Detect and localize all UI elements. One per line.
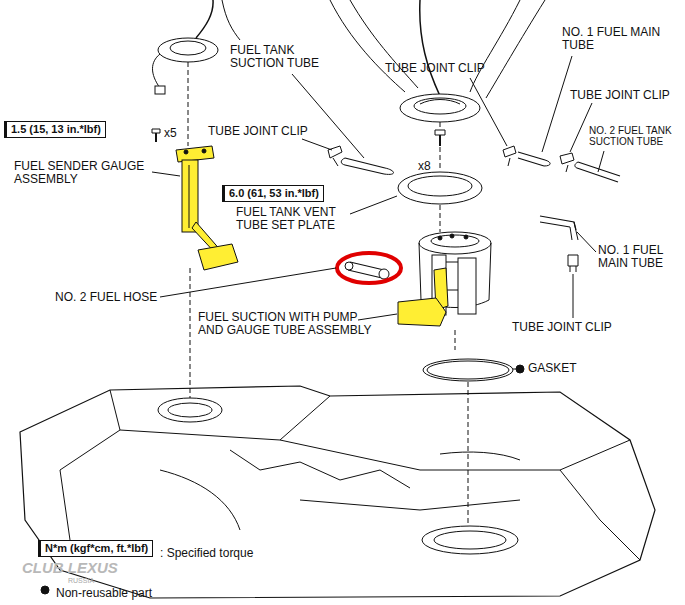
legend-entry: Non-reusable part <box>56 583 152 601</box>
label-holder: TUBE JOINT CLIP <box>512 321 612 334</box>
legend-text: : Specified torque <box>160 547 253 560</box>
label-holder: GASKET <box>528 362 577 375</box>
label-holder: TUBE JOINT CLIP <box>570 89 670 102</box>
legend-entry: : Specified torque <box>160 543 253 561</box>
label-holder: FUEL TANK VENT TUBE SET PLATE <box>236 206 350 232</box>
part-label: TUBE JOINT CLIP <box>570 89 670 102</box>
torque-value: 1.5 (15, 13 in.*lbf) <box>11 123 101 136</box>
part-label: x8 <box>418 160 431 173</box>
label-holder: TUBE JOINT CLIP <box>208 125 308 138</box>
label-holder: NO. 1 FUEL MAIN TUBE <box>598 244 680 270</box>
part-label: NO. 2 FUEL HOSE <box>55 291 157 304</box>
torque-box: 6.0 (61, 53 in.*lbf) <box>222 185 324 202</box>
legend-text: Non-reusable part <box>56 587 152 600</box>
part-label: FUEL SENDER GAUGE ASSEMBLY <box>14 160 154 186</box>
torque-box: N*m (kgf*cm, ft.*lbf) <box>38 540 153 557</box>
label-holder: FUEL SUCTION WITH PUMP AND GAUGE TUBE AS… <box>198 311 374 337</box>
label-holder: RUSSIA <box>68 577 94 585</box>
part-label: NO. 1 FUEL MAIN TUBE <box>598 244 680 270</box>
label-holder: x8 <box>418 160 431 173</box>
label-holder: NO. 2 FUEL HOSE <box>55 291 157 304</box>
watermark: CLUB LEXUS <box>22 560 118 576</box>
torque-value: 6.0 (61, 53 in.*lbf) <box>229 187 319 200</box>
torque-value: N*m (kgf*cm, ft.*lbf) <box>45 542 148 555</box>
part-label: x5 <box>164 127 177 140</box>
torque-box: 1.5 (15, 13 in.*lbf) <box>4 121 106 138</box>
label-holder: CLUB LEXUS <box>22 560 118 576</box>
part-label: NO. 2 FUEL TANK SUCTION TUBE <box>589 125 681 147</box>
label-holder: NO. 2 FUEL TANK SUCTION TUBE <box>589 125 681 147</box>
part-label: GASKET <box>528 362 577 375</box>
part-label: TUBE JOINT CLIP <box>208 125 308 138</box>
part-label: NO. 1 FUEL MAIN TUBE <box>562 26 678 52</box>
label-holder: FUEL SENDER GAUGE ASSEMBLY <box>14 160 154 186</box>
watermark: RUSSIA <box>68 577 94 585</box>
label-holder: NO. 1 FUEL MAIN TUBE <box>562 26 678 52</box>
label-holder: FUEL TANK SUCTION TUBE <box>230 44 330 70</box>
part-label: FUEL TANK VENT TUBE SET PLATE <box>236 206 350 232</box>
part-label: TUBE JOINT CLIP <box>512 321 612 334</box>
label-holder: TUBE JOINT CLIP <box>385 62 485 75</box>
part-label: TUBE JOINT CLIP <box>385 62 485 75</box>
label-holder: x5 <box>164 127 177 140</box>
part-label: FUEL TANK SUCTION TUBE <box>230 44 330 70</box>
part-label: FUEL SUCTION WITH PUMP AND GAUGE TUBE AS… <box>198 311 374 337</box>
